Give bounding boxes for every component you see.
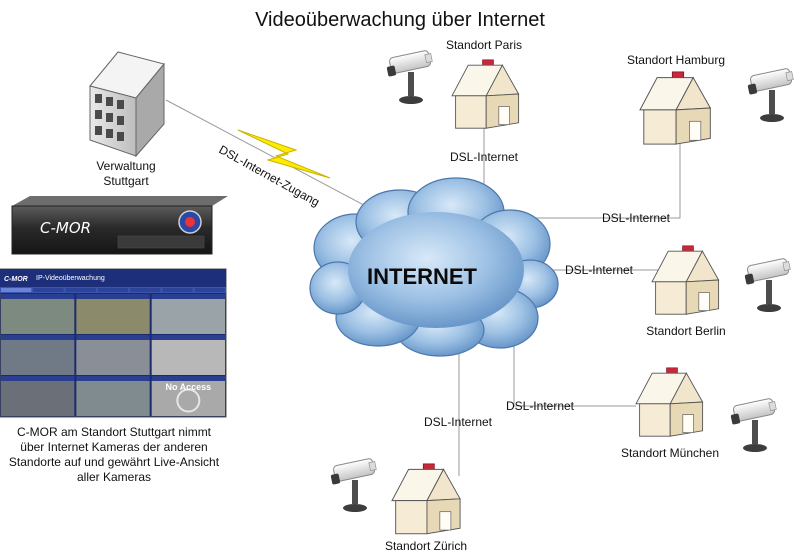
- house-icon: [391, 463, 461, 535]
- dvr-ui-tab: [130, 288, 161, 292]
- site-hamburg-link: DSL-Internet: [602, 211, 671, 225]
- dvr-ui-tab: [33, 288, 64, 292]
- internet-cloud: INTERNET: [309, 177, 559, 357]
- dvr-ui-camera-tile: [76, 335, 150, 375]
- dvr-ui-camera-tile: [1, 376, 75, 416]
- dvr-ui-camera-tile: [151, 294, 225, 334]
- house-icon: [451, 59, 520, 129]
- dvr-ui-camera-tile: [76, 376, 150, 416]
- ip-camera-icon: [747, 67, 794, 123]
- dvr-ui-camera-tile: [1, 335, 75, 375]
- dvr-device: C-MOR: [11, 196, 228, 255]
- site-paris-link: DSL-Internet: [450, 150, 519, 164]
- site-berlin: Standort Berlin DSL-Internet: [565, 245, 791, 338]
- caption-line-2: über Internet Kameras der anderen: [20, 440, 207, 454]
- office-building: Verwaltung Stuttgart DSL-Internet-Zugang: [89, 51, 322, 209]
- site-berlin-name: Standort Berlin: [646, 324, 725, 338]
- hq-label-line2: Stuttgart: [103, 174, 149, 188]
- site-muenchen-link: DSL-Internet: [506, 399, 575, 413]
- dvr-ui-tab: [65, 288, 96, 292]
- cloud-icon: [309, 177, 559, 357]
- dvr-brand: C-MOR: [40, 219, 91, 237]
- dvr-ui-tabs: [1, 288, 225, 292]
- dvr-device-icon: [11, 196, 228, 255]
- dvr-ui-tab: [194, 288, 225, 292]
- dvr-ui-camera-tile: [151, 335, 225, 375]
- no-access-label: No Access: [165, 382, 211, 392]
- dvr-ui-tab: [97, 288, 129, 292]
- caption-line-3: Standorte auf und gewährt Live-Ansicht: [9, 455, 220, 469]
- hq-link-label: DSL-Internet-Zugang: [217, 142, 322, 209]
- network-links: [165, 99, 681, 476]
- house-icon: [651, 245, 720, 315]
- site-hamburg-name: Standort Hamburg: [627, 53, 725, 67]
- ip-camera-icon: [330, 457, 377, 513]
- dvr-ui-tab: [1, 288, 32, 292]
- house-icon: [635, 367, 704, 437]
- dvr-ui-camera-tile: [76, 294, 150, 334]
- site-muenchen: Standort München DSL-Internet: [506, 367, 777, 460]
- dvr-ui-tab: [162, 288, 193, 292]
- dvr-ui-camera-grid: No Access: [1, 294, 225, 416]
- caption-line-4: aller Kameras: [77, 470, 151, 484]
- dvr-ui-title: IP-Videoüberwachung: [36, 275, 105, 282]
- dvr-caption: C-MOR am Standort Stuttgart nimmt über I…: [9, 425, 220, 484]
- lock-icon: [176, 388, 201, 413]
- site-berlin-link: DSL-Internet: [565, 263, 634, 277]
- dvr-ui-camera-tile: [1, 294, 75, 334]
- site-muenchen-name: Standort München: [621, 446, 719, 460]
- internet-label: INTERNET: [367, 264, 478, 289]
- site-zuerich: Standort Zürich DSL-Internet: [330, 415, 493, 553]
- diagram-title: Videoüberwachung über Internet: [255, 9, 545, 31]
- dvr-ui-screenshot: C-MOR IP-Videoüberwachung No Access: [0, 268, 227, 418]
- dvr-ui-logo: C-MOR: [4, 276, 28, 283]
- ip-camera-icon: [744, 257, 791, 313]
- office-building-icon: [89, 51, 165, 158]
- site-paris: Standort Paris DSL-Internet: [386, 38, 522, 164]
- ip-camera-icon: [386, 49, 433, 105]
- site-zuerich-name: Standort Zürich: [385, 539, 467, 553]
- lightning-bolt-icon: [237, 129, 331, 179]
- site-hamburg: Standort Hamburg DSL-Internet: [602, 53, 794, 225]
- site-zuerich-link: DSL-Internet: [424, 415, 493, 429]
- dvr-ui-camera-tile: [151, 376, 225, 416]
- hq-label-line1: Verwaltung: [96, 159, 155, 173]
- ip-camera-icon: [730, 397, 777, 453]
- caption-line-1: C-MOR am Standort Stuttgart nimmt: [17, 425, 212, 439]
- house-icon: [639, 71, 711, 145]
- site-paris-name: Standort Paris: [446, 38, 522, 52]
